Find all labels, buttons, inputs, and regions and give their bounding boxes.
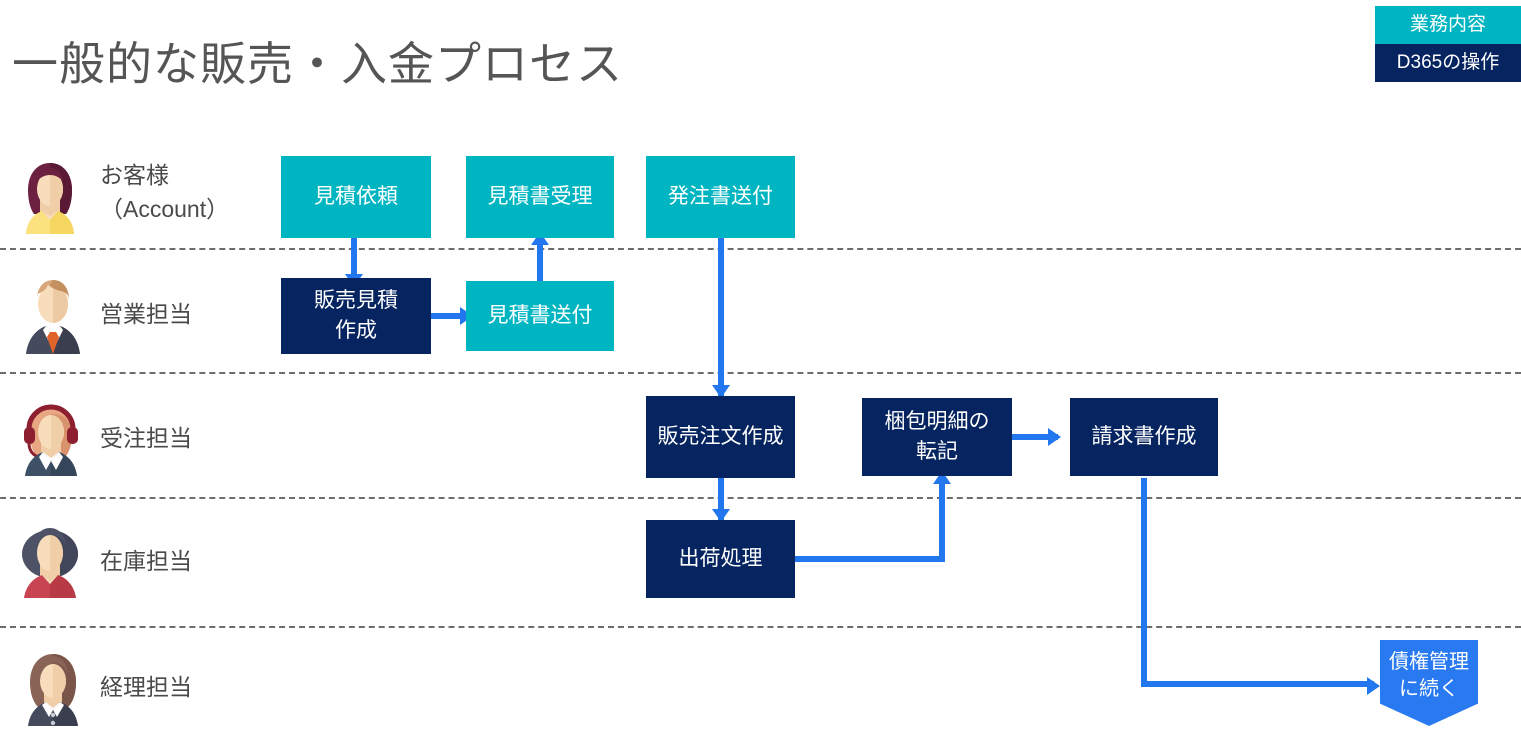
node-quote-received[interactable]: 見積書受理 (466, 156, 614, 238)
lane-label-accounting: 経理担当 (100, 674, 192, 700)
legend-item-d365: D365の操作 (1375, 44, 1521, 82)
node-quote-send[interactable]: 見積書送付 (466, 281, 614, 351)
terminal-continue-to-ar[interactable]: 債権管理 に続く (1380, 640, 1478, 726)
node-po-send[interactable]: 発注書送付 (646, 156, 795, 238)
connector-quote-send-to-quote-received (537, 238, 543, 281)
connector-shipment-to-packing-vertical (939, 483, 945, 562)
node-quote-request[interactable]: 見積依頼 (281, 156, 431, 238)
lane-label-customer: お客様 （Account） (100, 162, 230, 222)
node-sales-order[interactable]: 販売注文作成 (646, 396, 795, 478)
lane-label-sales: 営業担当 (100, 301, 192, 327)
woman-inventory-avatar (22, 528, 78, 598)
lane-label-inventory: 在庫担当 (100, 548, 192, 574)
node-invoice-create[interactable]: 請求書作成 (1070, 398, 1218, 476)
page-title: 一般的な販売・入金プロセス (12, 38, 623, 90)
connector-invoice-to-terminal-horizontal (1141, 681, 1374, 687)
arrowhead-down-shipment (712, 509, 730, 522)
node-sales-quote[interactable]: 販売見積 作成 (281, 278, 431, 354)
woman-accounting-avatar (28, 654, 78, 726)
connector-sales-quote-to-quote-send (430, 313, 472, 319)
arrowhead-down-sales-order (712, 385, 730, 398)
connector-po-send-to-sales-order (718, 238, 724, 396)
lane-divider-2 (0, 372, 1521, 374)
connector-packing-to-invoice (1012, 434, 1058, 440)
woman-customer-avatar (26, 163, 74, 234)
connector-shipment-to-packing-horizontal (794, 556, 945, 562)
lane-divider-1 (0, 248, 1521, 250)
arrowhead-right-invoice-create (1048, 428, 1061, 446)
node-packing-slip[interactable]: 梱包明細の 転記 (862, 398, 1012, 476)
arrowhead-right-terminal (1367, 677, 1380, 695)
lane-divider-3 (0, 497, 1521, 499)
woman-headset-avatar (24, 404, 78, 476)
connector-sales-order-to-shipment (718, 478, 724, 520)
legend-item-business: 業務内容 (1375, 6, 1521, 44)
connector-quote-request-to-sales-quote (351, 238, 357, 278)
lane-divider-4 (0, 626, 1521, 628)
lane-label-order: 受注担当 (100, 425, 192, 451)
legend: 業務内容 D365の操作 (1375, 6, 1521, 82)
connector-invoice-to-terminal-vertical (1141, 478, 1147, 686)
man-sales-avatar (26, 280, 80, 354)
node-shipment[interactable]: 出荷処理 (646, 520, 795, 598)
